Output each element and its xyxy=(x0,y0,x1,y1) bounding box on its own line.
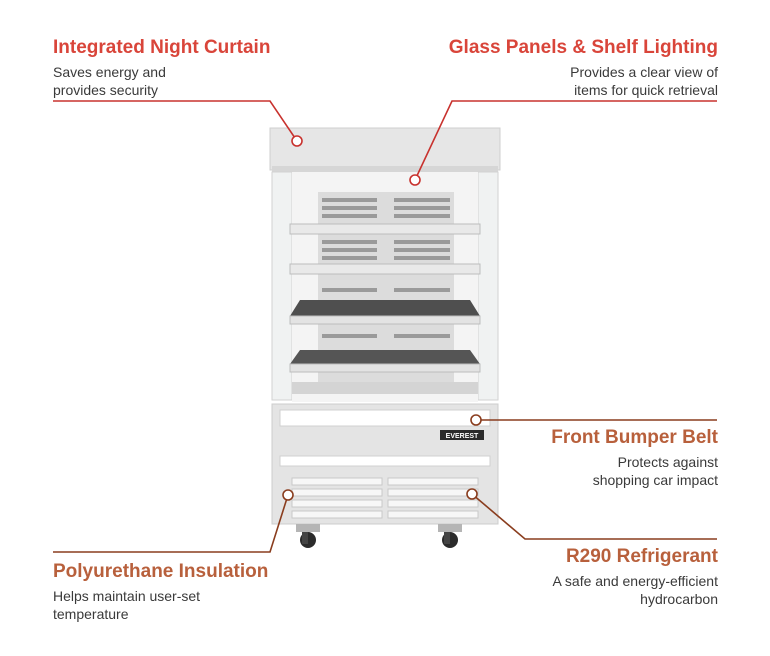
callout-front-bumper-belt: Front Bumper Belt Protects against shopp… xyxy=(551,427,718,489)
top-canopy xyxy=(269,127,501,171)
shelves xyxy=(289,223,481,394)
callout-glass-panels: Glass Panels & Shelf Lighting Provides a… xyxy=(449,37,718,99)
leader-lines-bottom xyxy=(53,419,717,553)
marker-glass-panels xyxy=(409,174,421,186)
marker-night-curtain xyxy=(291,135,303,147)
front-grille xyxy=(291,477,479,519)
callout-night-curtain: Integrated Night Curtain Saves energy an… xyxy=(53,37,270,99)
callout-description: Helps maintain user-set temperature xyxy=(53,588,201,622)
marker-bumper xyxy=(470,414,482,426)
callout-description: A safe and energy-efficient hydrocarbon xyxy=(552,573,718,607)
callout-r290-refrigerant: R290 Refrigerant A safe and energy-effic… xyxy=(552,546,718,608)
front-bumper-belt xyxy=(279,409,491,427)
casters xyxy=(296,524,462,548)
glass-side-right xyxy=(477,171,499,401)
brand-badge-text: EVEREST xyxy=(446,433,479,440)
callout-title: Integrated Night Curtain xyxy=(53,37,271,58)
callout-polyurethane-insulation: Polyurethane Insulation Helps maintain u… xyxy=(53,561,268,623)
callout-description: Protects against shopping car impact xyxy=(592,454,718,488)
back-panel-vents xyxy=(322,198,450,338)
leader-lines-top xyxy=(53,100,717,181)
marker-r290 xyxy=(466,488,478,500)
callout-title: Glass Panels & Shelf Lighting xyxy=(448,37,718,58)
callout-description: Provides a clear view of items for quick… xyxy=(570,64,718,98)
callout-title: Front Bumper Belt xyxy=(551,427,718,448)
callout-description: Saves energy and provides security xyxy=(53,64,166,98)
marker-polyurethane xyxy=(282,489,294,501)
callout-title: Polyurethane Insulation xyxy=(53,561,269,582)
brand-badge xyxy=(440,430,484,440)
callout-title: R290 Refrigerant xyxy=(565,546,718,567)
glass-side-left xyxy=(271,171,293,401)
